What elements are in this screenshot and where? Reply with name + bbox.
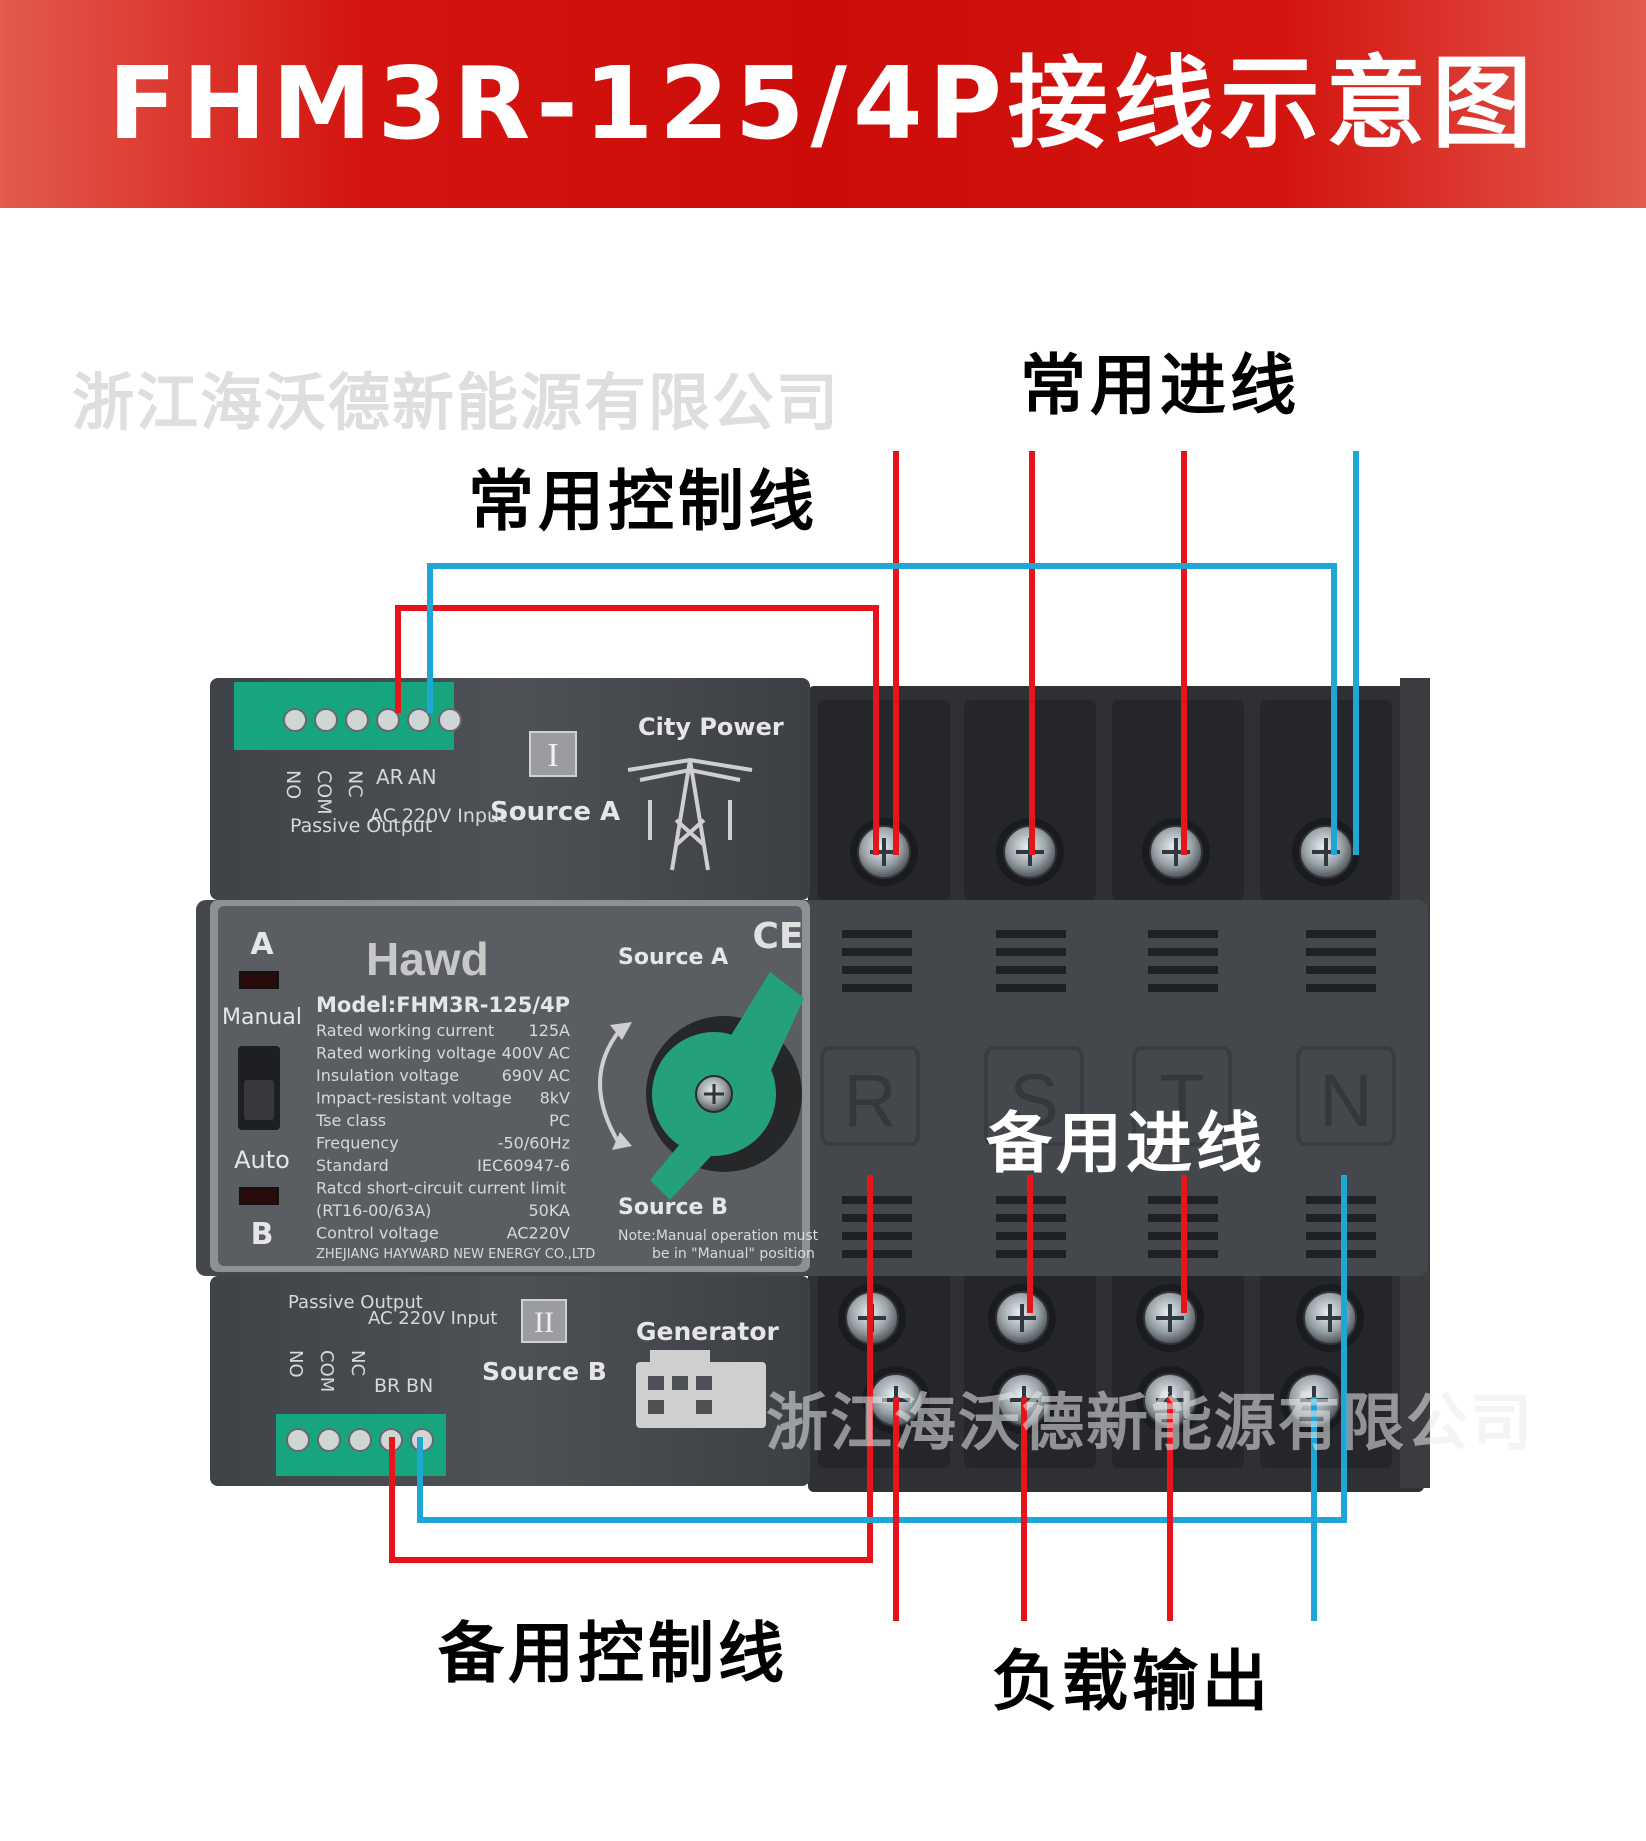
city-power-label: City Power xyxy=(638,713,784,741)
wire-normal-control-neutral xyxy=(427,563,1337,855)
indicator-b-label: B xyxy=(251,1217,274,1252)
rotary-handle[interactable] xyxy=(650,972,804,1200)
spec-name: Impact-resistant voltage xyxy=(316,1089,512,1108)
spec-name: Control voltage xyxy=(316,1224,439,1243)
rotary-source-b-label: Source B xyxy=(618,1195,728,1220)
spec-value: IEC60947-6 xyxy=(477,1156,570,1175)
wire-normal-control-live xyxy=(395,605,879,855)
generator-label: Generator xyxy=(636,1317,780,1346)
wire-backup-control-neutral xyxy=(417,1175,1347,1523)
wire-backup-control-live xyxy=(389,1175,873,1563)
indicator-a-light xyxy=(239,971,279,989)
spec-value: AC220V xyxy=(507,1224,570,1243)
top-terminal-label: NC xyxy=(344,770,366,797)
top-input-label: AC 220V Input xyxy=(370,805,506,827)
spec-name: Rated working voltage xyxy=(316,1044,496,1063)
spec-name: Rated working current xyxy=(316,1021,494,1040)
load-output-callout: 负载输出 xyxy=(992,1643,1272,1720)
auto-label: Auto xyxy=(234,1146,290,1174)
spec-value: -50/60Hz xyxy=(498,1134,570,1153)
normal-input-callout: 常用进线 xyxy=(1020,347,1300,424)
generator-icon xyxy=(636,1350,766,1428)
manual-label: Manual xyxy=(222,1005,302,1030)
backup-input-callout: 备用进线 xyxy=(986,1105,1266,1182)
top-terminal-screws xyxy=(283,708,462,732)
bottom-terminal-label: BN xyxy=(406,1375,433,1397)
top-terminal-label: AN xyxy=(408,765,437,789)
spec-name: (RT16-00/63A) xyxy=(316,1201,431,1220)
normal-control-callout: 常用控制线 xyxy=(468,463,818,540)
bottom-input-label: AC 220V Input xyxy=(368,1308,497,1329)
ce-mark: CE xyxy=(752,916,803,957)
top-terminal-label: NO xyxy=(282,770,304,799)
model-label: Model:FHM3R-125/4P xyxy=(316,993,570,1017)
watermark-overlay: 浙江海沃德新能源有限公司 xyxy=(766,1386,1535,1459)
rotation-arrow xyxy=(598,1028,622,1147)
manual-note-line1: Note:Manual operation must xyxy=(618,1228,819,1244)
spec-value: PC xyxy=(549,1111,570,1130)
spec-name: Frequency xyxy=(316,1134,399,1153)
bottom-terminal-label: NC xyxy=(347,1350,368,1376)
indicator-a-label: A xyxy=(250,927,274,962)
spec-name: Insulation voltage xyxy=(316,1066,459,1085)
manual-note-line2: be in "Manual" position xyxy=(652,1246,815,1262)
top-roman-badge xyxy=(529,731,577,777)
top-roman-numeral: I xyxy=(547,737,558,774)
spec-value: 690V AC xyxy=(502,1066,570,1085)
generator-icon-detail xyxy=(648,1376,712,1414)
spec-name: Tse class xyxy=(315,1111,386,1130)
spec-value: 125A xyxy=(529,1021,571,1040)
top-terminal-label: AR xyxy=(376,765,404,789)
spec-value: 400V AC xyxy=(502,1044,570,1063)
title-banner xyxy=(0,0,1646,208)
source-b-module-label: Source B xyxy=(482,1357,607,1386)
top-passive-output-label: Passive Output xyxy=(290,815,432,837)
page-title: FHM3R-125/4P接线示意图 xyxy=(108,45,1538,162)
spec-value: 8kV xyxy=(540,1089,570,1108)
bottom-terminal-label: NO xyxy=(285,1350,306,1378)
power-tower-icon xyxy=(627,757,753,871)
bottom-terminal-label: COM xyxy=(316,1350,337,1392)
arrow-head-top xyxy=(610,1022,632,1040)
spec-value: 50KA xyxy=(528,1201,570,1220)
company-label: ZHEJIANG HAYWARD NEW ENERGY CO.,LTD xyxy=(316,1247,595,1262)
rotary-source-a-label: Source A xyxy=(618,945,728,970)
indicator-b-light xyxy=(239,1187,279,1205)
phase-letter: T xyxy=(1159,1059,1204,1142)
spec-name: Standard xyxy=(316,1156,389,1175)
bottom-roman-badge xyxy=(521,1299,567,1343)
wiring xyxy=(389,451,1359,1621)
backup-control-callout: 备用控制线 xyxy=(438,1615,788,1692)
arrow-head-bottom xyxy=(612,1132,632,1150)
brand-logo: Hawd xyxy=(366,933,489,985)
watermark: 浙江海沃德新能源有限公司 xyxy=(72,366,841,439)
phase-letter: N xyxy=(1319,1059,1372,1142)
spec-name: Ratcd short-circuit current limit xyxy=(316,1179,566,1198)
bottom-roman-numeral: II xyxy=(534,1306,554,1339)
top-terminal-label: COM xyxy=(313,770,335,815)
bottom-terminal-label: BR xyxy=(374,1375,400,1397)
bottom-terminal-screws xyxy=(286,1428,434,1452)
top-vents xyxy=(842,930,1376,992)
phase-letter: S xyxy=(1009,1059,1058,1142)
bottom-passive-output-label: Passive Output xyxy=(288,1292,423,1313)
spec-table: Rated working current 125A Rated working v… xyxy=(315,1021,570,1243)
source-a-module-label: Source A xyxy=(490,797,620,827)
bottom-terminal-label-group: NO COM NC BR BN xyxy=(285,1350,433,1397)
phase-letter-boxes xyxy=(820,1046,1396,1146)
phase-letter: R xyxy=(843,1059,896,1142)
